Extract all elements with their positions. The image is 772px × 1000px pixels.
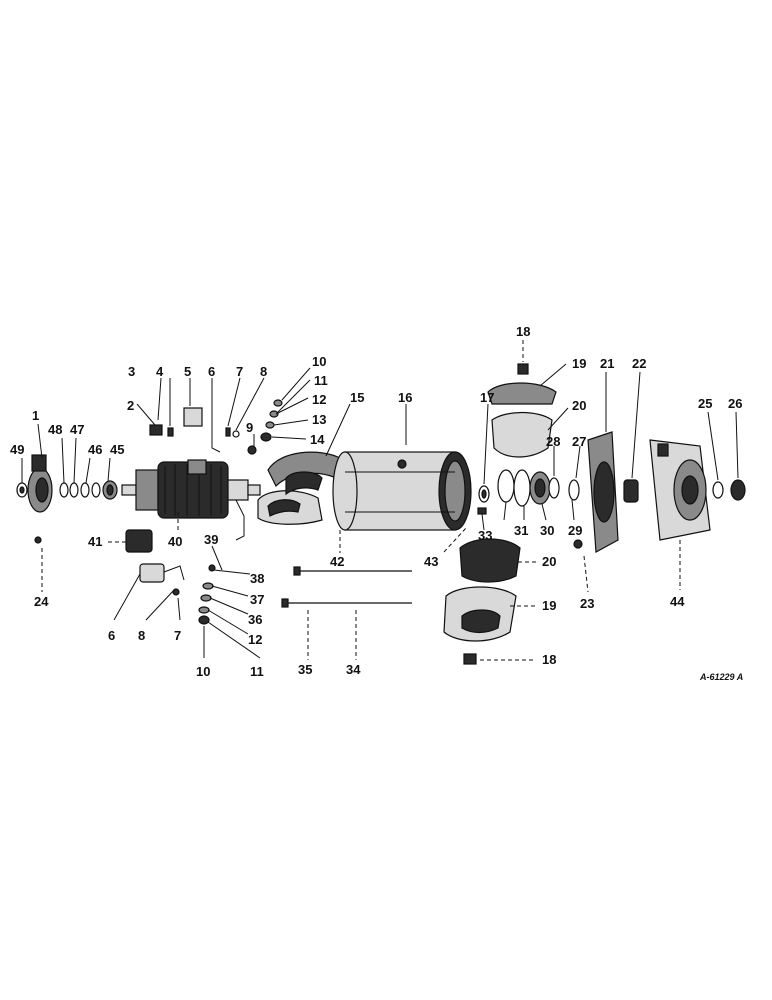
callout-19-top: 19 (572, 356, 586, 371)
callout-4: 4 (156, 364, 164, 379)
callout-5: 5 (184, 364, 191, 379)
washer-49 (16, 482, 28, 498)
callout-16: 16 (398, 390, 412, 405)
terminal-screw-set-10-14 (260, 399, 283, 442)
callout-8: 8 (260, 364, 267, 379)
callout-24: 24 (34, 594, 49, 609)
callout-21: 21 (600, 356, 614, 371)
drawing-reference-code: A-61229 A (699, 672, 743, 682)
nose-housing-44 (649, 439, 711, 541)
callout-42: 42 (330, 554, 344, 569)
washers-25-26 (712, 479, 746, 501)
callout-30: 30 (540, 523, 554, 538)
cover-band-19-20-bottom (443, 538, 521, 665)
callout-39: 39 (204, 532, 218, 547)
callout-7: 7 (236, 364, 243, 379)
callout-6: 6 (208, 364, 215, 379)
through-bolts-34-35 (281, 566, 412, 608)
armature-40 (121, 461, 261, 519)
callout-18-top: 18 (516, 324, 530, 339)
drive-pinion-22 (623, 479, 639, 503)
callout-44: 44 (670, 594, 685, 609)
callout-25: 25 (698, 396, 712, 411)
callout-14: 14 (310, 432, 325, 447)
callout-23: 23 (580, 596, 594, 611)
callout-12: 12 (312, 392, 326, 407)
brush-parts-2-9 (149, 407, 257, 475)
brush-holder-41 (34, 529, 185, 596)
callout-34: 34 (346, 662, 361, 677)
callout-48: 48 (48, 422, 62, 437)
callout-38: 38 (250, 571, 264, 586)
callout-1: 1 (32, 408, 39, 423)
callout-9: 9 (246, 420, 253, 435)
callout-29: 29 (568, 523, 582, 538)
callout-19-bottom: 19 (542, 598, 556, 613)
callout-8-lower: 8 (138, 628, 145, 643)
callout-35: 35 (298, 662, 312, 677)
callout-15: 15 (350, 390, 364, 405)
callout-31: 31 (514, 523, 528, 538)
drive-washer-parts-17-33 (477, 469, 580, 515)
callout-11: 11 (314, 373, 328, 388)
callout-labels: 1 2 3 4 5 6 7 8 9 10 11 12 13 14 15 16 1… (10, 324, 743, 682)
callout-18-bottom: 18 (542, 652, 556, 667)
callout-10: 10 (312, 354, 326, 369)
leader-lines (21, 340, 739, 661)
commutator-end-frame-1 (27, 454, 53, 513)
callout-11-lower: 11 (250, 664, 264, 679)
callout-7-lower: 7 (174, 628, 181, 643)
callout-41: 41 (88, 534, 102, 549)
field-coil-15 (257, 451, 341, 525)
callout-40: 40 (168, 534, 182, 549)
callout-45: 45 (110, 442, 124, 457)
callout-22: 22 (632, 356, 646, 371)
washer-stack-48-45 (59, 480, 118, 500)
drive-housing-21 (573, 431, 619, 553)
callout-20-bottom: 20 (542, 554, 556, 569)
callout-27: 27 (572, 434, 586, 449)
callout-6-lower: 6 (108, 628, 115, 643)
callout-46: 46 (88, 442, 102, 457)
field-frame-16 (332, 451, 472, 531)
callout-17: 17 (480, 390, 494, 405)
callout-28: 28 (546, 434, 560, 449)
callout-10-lower: 10 (196, 664, 210, 679)
cover-band-19-20-top (487, 363, 557, 458)
callout-26: 26 (728, 396, 742, 411)
callout-33: 33 (478, 528, 492, 543)
screw-set-36-39 (198, 499, 245, 625)
callout-47: 47 (70, 422, 84, 437)
callout-43: 43 (424, 554, 438, 569)
callout-12-lower: 12 (248, 632, 262, 647)
callout-36: 36 (248, 612, 262, 627)
callout-20-top: 20 (572, 398, 586, 413)
callout-2: 2 (127, 398, 134, 413)
callout-49: 49 (10, 442, 24, 457)
callout-37: 37 (250, 592, 264, 607)
callout-3: 3 (128, 364, 135, 379)
callout-13: 13 (312, 412, 326, 427)
